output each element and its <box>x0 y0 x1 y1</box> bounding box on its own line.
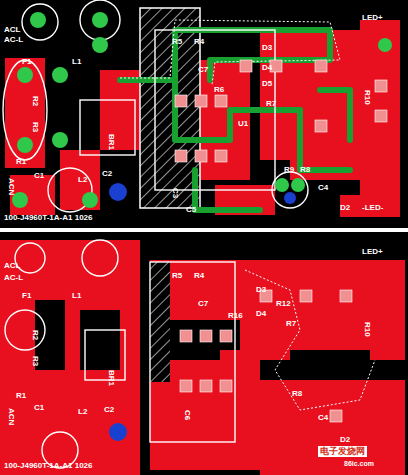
part-label: ACN <box>7 178 15 195</box>
part-label: R10 <box>363 322 371 337</box>
part-label: R16 <box>228 312 243 320</box>
watermark: 电子发烧网 <box>318 446 367 457</box>
part-label: L1 <box>72 292 81 300</box>
part-label: C4 <box>318 414 328 422</box>
part-label: L2 <box>78 176 87 184</box>
part-label: C2 <box>102 170 112 178</box>
part-label: R2 <box>31 96 39 106</box>
part-label: BR1 <box>107 134 115 150</box>
part-label: LED+ <box>362 248 383 256</box>
part-label: R3 <box>31 122 39 132</box>
part-label: D3 <box>262 44 272 52</box>
part-label: D4 <box>262 64 272 72</box>
part-label: R5 <box>172 272 182 280</box>
part-label: D3 <box>256 286 266 294</box>
part-label: C5 <box>186 206 196 214</box>
part-label: C1 <box>34 172 44 180</box>
part-label: R4 <box>194 38 204 46</box>
part-label: U1 <box>238 120 248 128</box>
part-label: C4 <box>318 184 328 192</box>
part-label: R1 <box>16 158 26 166</box>
part-label: C7 <box>198 66 208 74</box>
part-label: L2 <box>78 408 87 416</box>
part-label: D4 <box>256 310 266 318</box>
part-label: R10 <box>363 90 371 105</box>
part-label: C6 <box>183 410 191 420</box>
part-label: D2 <box>340 204 350 212</box>
part-label: R7 <box>266 100 276 108</box>
part-label: ACL <box>4 262 20 270</box>
part-label: F1 <box>22 292 31 300</box>
part-label: AC-L <box>4 36 23 44</box>
part-label: R6 <box>214 86 224 94</box>
part-label: R7 <box>286 320 296 328</box>
part-label: C3 <box>171 188 179 198</box>
part-label: R8 <box>300 166 310 174</box>
part-label: R1 <box>16 392 26 400</box>
part-label: R9 <box>284 166 294 174</box>
part-label: R2 <box>31 330 39 340</box>
part-label: F1 <box>22 58 31 66</box>
part-label: R5 <box>172 38 182 46</box>
part-label: D2 <box>340 436 350 444</box>
part-label: R12 <box>276 300 291 308</box>
part-label: D5 <box>262 80 272 88</box>
part-label: LED+ <box>362 14 383 22</box>
part-label: C1 <box>34 404 44 412</box>
part-label: BR1 <box>107 370 115 386</box>
part-label: R8 <box>292 390 302 398</box>
part-label: C7 <box>198 300 208 308</box>
part-label: 100-J4960T-1A-A1 1026 <box>4 462 93 470</box>
part-label: R4 <box>194 272 204 280</box>
part-label: R3 <box>31 356 39 366</box>
part-label: L1 <box>72 58 81 66</box>
part-label: ACN <box>7 408 15 425</box>
part-label: AC-L <box>4 274 23 282</box>
part-label: 100-J4960T-1A-A1 1026 <box>4 214 93 222</box>
watermark: 86ic.com <box>344 460 374 467</box>
part-label: -LED- <box>362 204 383 212</box>
part-label: C2 <box>104 406 114 414</box>
part-label: ACL <box>4 26 20 34</box>
